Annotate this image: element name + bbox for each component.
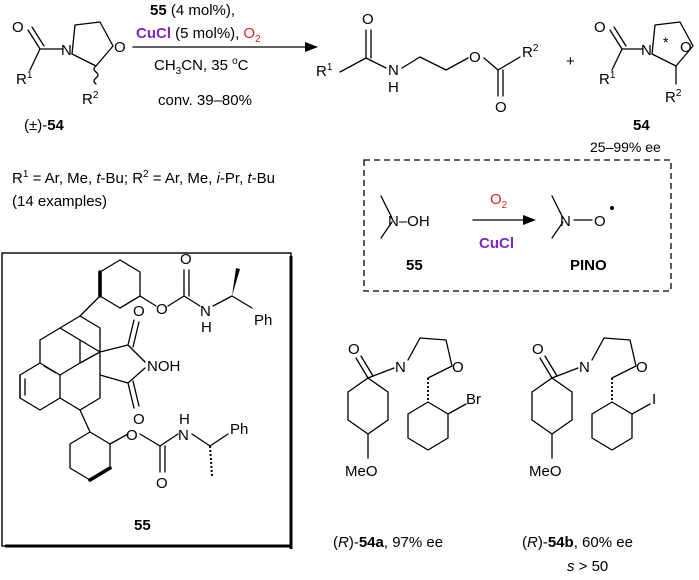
p1-n-atom: N xyxy=(388,62,399,79)
p2-r1: R1 xyxy=(599,70,616,88)
pino-box: N–OH 55 O2 CuCl N O PINO xyxy=(363,159,672,292)
ex-a-carbonyl-o: O xyxy=(348,341,360,358)
sm-ring-o: O xyxy=(114,39,126,56)
pino-left-label: 55 xyxy=(406,257,423,274)
ex-a-meo: MeO xyxy=(345,463,378,480)
substituent-scope: R1 = Ar, Me, t-Bu; R2 = Ar, Me, i-Pr, t-… xyxy=(12,169,275,187)
p1-n-h: H xyxy=(388,79,399,96)
examples-count: (14 examples) xyxy=(12,193,107,210)
ex-b-label: (R)-54b, 60% ee xyxy=(522,534,633,551)
p2-carbonyl-o: O xyxy=(594,19,606,36)
cat-upper-h: H xyxy=(201,319,212,336)
product-amido-ester: O R1 N H O O R2 xyxy=(316,11,539,116)
ex-a-br: Br xyxy=(466,391,481,408)
cat-upper-ph: Ph xyxy=(254,312,272,329)
cat-lower-n: N xyxy=(178,427,189,444)
plus-sign: + xyxy=(566,53,575,70)
ex-a-n: N xyxy=(395,359,406,376)
pino-right-n: N xyxy=(560,213,571,230)
pino-right-label: PINO xyxy=(570,257,607,274)
ex-b-iodo: I xyxy=(652,391,656,408)
ex-b-selectivity: s > 50 xyxy=(567,558,608,575)
p2-n-atom: N xyxy=(641,42,652,59)
ex-b-n: N xyxy=(579,359,590,376)
catalyst-label-55: 55 xyxy=(134,517,151,534)
p1-ester-o: O xyxy=(469,49,481,66)
cond-solvent: CH3CN, 35 oC xyxy=(154,56,249,77)
p2-stereo-star: * xyxy=(663,34,669,50)
example-54a: O N O Br MeO (R)-54a, 97% ee xyxy=(333,337,481,551)
p2-ring-o: O xyxy=(680,39,692,56)
pino-right-o: O xyxy=(594,213,606,230)
catalyst-55-box: O O NOH O O N H Ph O O N H xyxy=(1,251,293,549)
pino-arrowhead xyxy=(523,215,536,225)
product-ee: 25–99% ee xyxy=(590,139,661,155)
cond-cucl: CuCl (5 mol%),O2 xyxy=(136,25,261,45)
cond-catalyst: 55 (4 mol%), xyxy=(150,2,235,19)
cat-noh: NOH xyxy=(147,358,180,375)
pino-dashed-frame xyxy=(363,159,672,292)
sm-r2: R2 xyxy=(82,90,99,108)
p1-r2: R2 xyxy=(522,43,539,61)
cat-upper-ester-o: O xyxy=(156,301,168,318)
cat-lower-carbonyl-o: O xyxy=(156,475,168,492)
pino-left-structure: N–OH xyxy=(388,213,430,230)
pino-arrow-o2: O2 xyxy=(490,191,508,211)
p1-r1: R1 xyxy=(316,62,333,80)
ex-a-ring-o: O xyxy=(452,359,464,376)
starting-material-54: O N O R1 R2 (±)-54 xyxy=(12,19,126,134)
radical-dot xyxy=(610,206,614,210)
example-54b: O N O I MeO (R)-54b, 60% ee s > 50 xyxy=(522,337,656,575)
product-label-54: 54 xyxy=(633,117,650,134)
ex-b-meo: MeO xyxy=(529,463,562,480)
reaction-arrowhead xyxy=(305,42,318,52)
ex-a-label: (R)-54a, 97% ee xyxy=(333,534,443,551)
sm-carbonyl-o: O xyxy=(12,19,24,36)
p1-carbonyl-o: O xyxy=(362,11,374,28)
cat-imide-o-bottom: O xyxy=(133,411,145,428)
sm-n-atom: N xyxy=(61,42,72,59)
catalyst-frame xyxy=(1,252,292,547)
ex-b-carbonyl-o: O xyxy=(532,341,544,358)
product-54: O N O * R1 R2 54 25–99% ee xyxy=(590,19,694,155)
sm-label: (±)-54 xyxy=(24,117,65,134)
cat-upper-n: N xyxy=(200,303,211,320)
reaction-conditions: 55 (4 mol%), CuCl (5 mol%),O2 CH3CN, 35 … xyxy=(132,2,318,109)
cat-lower-h: H xyxy=(179,411,190,428)
p1-ester-carbonyl-o: O xyxy=(495,99,507,116)
cond-conversion: conv. 39–80% xyxy=(158,92,252,109)
sm-r1: R1 xyxy=(16,70,33,88)
cat-lower-ph: Ph xyxy=(230,421,248,438)
ex-b-ring-o: O xyxy=(636,359,648,376)
cat-upper-carbonyl-o: O xyxy=(180,251,192,268)
cat-lower-ester-o: O xyxy=(126,427,138,444)
p2-r2: R2 xyxy=(665,88,682,106)
cat-imide-o-top: O xyxy=(133,303,145,320)
pino-arrow-cucl: CuCl xyxy=(479,235,514,252)
